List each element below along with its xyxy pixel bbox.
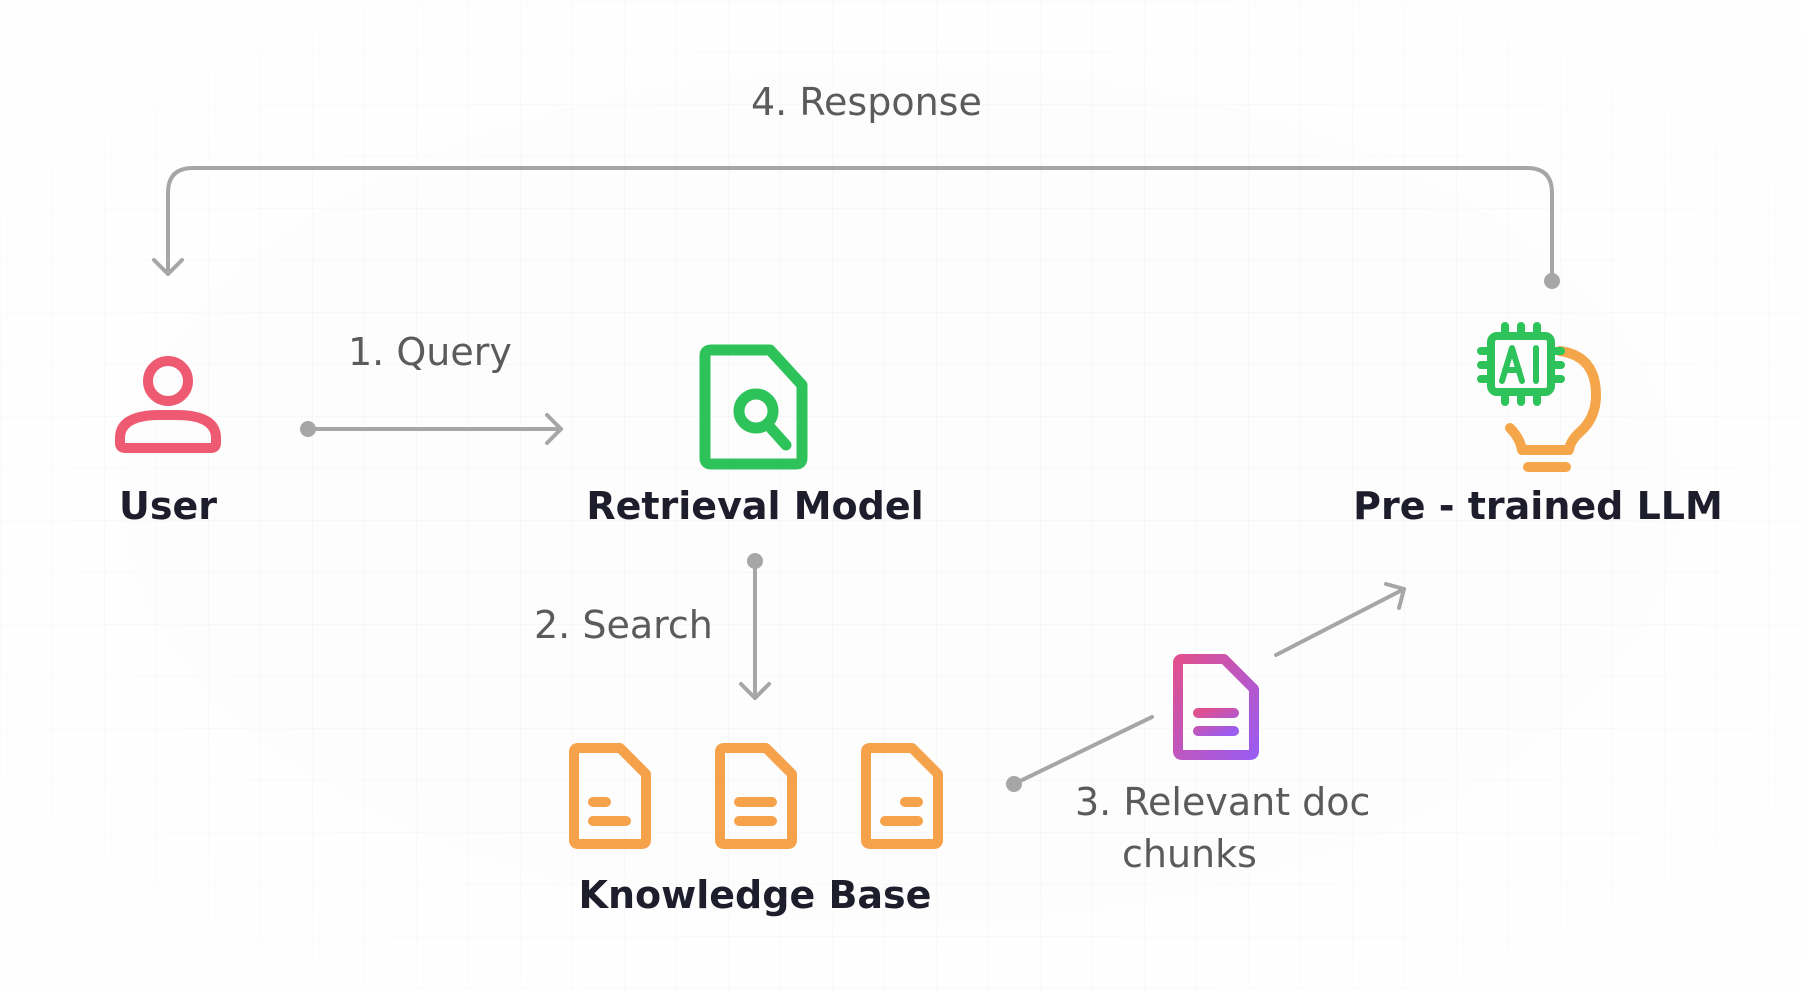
relevant-doc-label: 3. Relevant doc bbox=[1075, 780, 1371, 824]
chunks-label: chunks bbox=[1122, 832, 1257, 876]
user-label: User bbox=[119, 484, 217, 528]
response-arrow bbox=[152, 166, 1560, 289]
search-arrow bbox=[739, 553, 771, 700]
document-icon bbox=[861, 743, 943, 849]
response-label: 4. Response bbox=[751, 80, 982, 124]
query-label: 1. Query bbox=[348, 330, 512, 374]
retrieval-model-label: Retrieval Model bbox=[586, 484, 924, 528]
chunks-arrow bbox=[1006, 582, 1406, 792]
document-search-icon bbox=[699, 344, 808, 470]
document-icon bbox=[715, 743, 797, 849]
user-icon bbox=[115, 356, 221, 453]
ai-chip-lightbulb-icon bbox=[1477, 322, 1601, 472]
llm-label: Pre - trained LLM bbox=[1353, 484, 1723, 528]
document-chunk-icon bbox=[1173, 654, 1259, 760]
query-arrow bbox=[300, 413, 563, 445]
document-icon bbox=[569, 743, 651, 849]
search-label: 2. Search bbox=[534, 603, 713, 647]
knowledge-base-label: Knowledge Base bbox=[578, 873, 932, 917]
